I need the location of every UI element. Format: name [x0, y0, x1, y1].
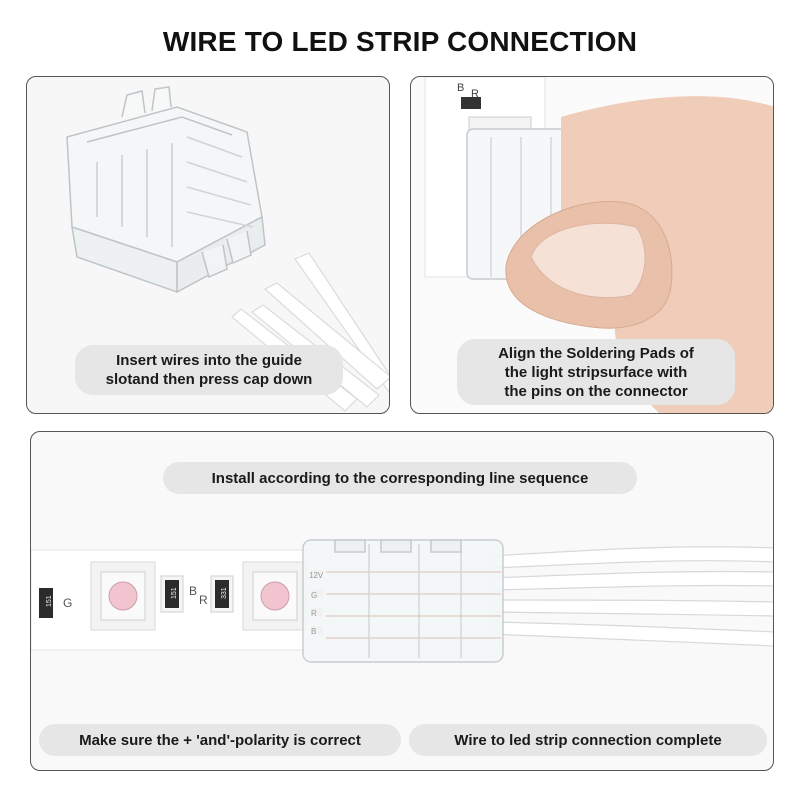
clear-connector [66, 86, 266, 294]
resistor-code: 331 [221, 587, 228, 599]
clear-connector [302, 539, 504, 663]
caption-align-pads: Align the Soldering Pads of the light st… [457, 339, 735, 405]
strip-label-b: B [189, 584, 197, 598]
caption-line: slotand then press cap down [105, 371, 313, 388]
caption-line: the pins on the connector [504, 382, 688, 400]
caption-install-sequence: Install according to the corresponding l… [163, 462, 637, 494]
caption-line: the light stripsurface with [504, 363, 688, 381]
white-wires [490, 546, 773, 647]
strip-label-b: B [457, 82, 464, 94]
pad-label: B [311, 627, 316, 636]
hand-illustration: B R [424, 77, 773, 413]
strip-label-r: R [471, 88, 479, 100]
resistor-code: 151 [171, 587, 178, 599]
led-strip [31, 549, 332, 651]
pad-label: G [311, 591, 317, 600]
panel-connection-complete: Install according to the corresponding l… [30, 431, 774, 771]
resistor-code: 151 [46, 595, 53, 607]
resistor-left [39, 588, 53, 618]
caption-connection-complete: Wire to led strip connection complete [409, 724, 767, 756]
caption-insert-wires: Insert wires into the guide slotand then… [75, 345, 343, 395]
caption-line: Align the Soldering Pads of [498, 344, 694, 362]
panel-insert-wires: Insert wires into the guide slotand then… [26, 76, 390, 414]
panel-align-pads: B R Align the Soldering Pads of the ligh… [410, 76, 774, 414]
strip-label-r: R [199, 593, 208, 607]
strip-with-connector-illustration: G B R 151 151 331 12V G R B [31, 539, 773, 663]
strip-label-g: G [63, 596, 72, 610]
pad-label: R [311, 609, 317, 618]
page-title: WIRE TO LED STRIP CONNECTION [162, 26, 638, 57]
caption-polarity: Make sure the + 'and'-polarity is correc… [39, 724, 401, 756]
caption-line: Insert wires into the guide [116, 352, 302, 369]
hand [505, 96, 773, 413]
pad-label: 12V [309, 571, 324, 580]
